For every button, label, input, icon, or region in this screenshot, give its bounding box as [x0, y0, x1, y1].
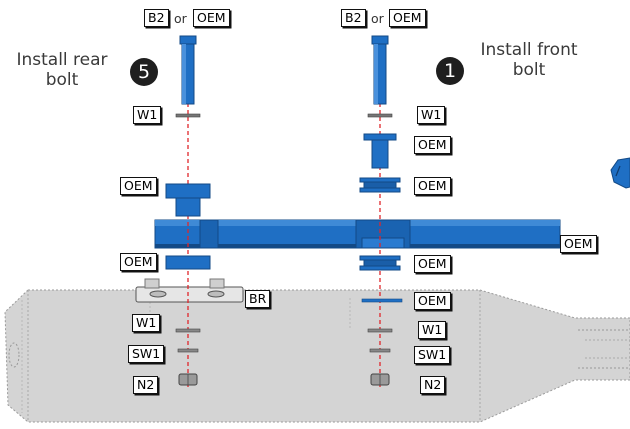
bracket-br-label: BR	[245, 290, 271, 308]
front-nut-part	[370, 373, 390, 386]
front-washer-w1-part	[367, 328, 393, 333]
rear-nut-label: N2	[133, 376, 159, 394]
front-spring-washer-part	[369, 348, 391, 353]
front-step-line1: Install front	[480, 40, 578, 60]
rear-bolt-or-text: or	[174, 11, 187, 26]
front-bolt-or-text: or	[371, 11, 384, 26]
rear-washer-w1-label: W1	[132, 314, 161, 332]
front-bushing-top-part	[359, 177, 401, 193]
rear-step-line2: bolt	[45, 70, 79, 90]
front-washer-top-label: W1	[417, 106, 446, 124]
front-bolt-part-label: B2	[341, 9, 366, 27]
bracket-arm-label: OEM	[560, 235, 597, 253]
rear-bolt-alt-label: OEM	[193, 9, 230, 27]
front-nut-label: N2	[420, 376, 446, 394]
rear-bolt	[179, 35, 197, 105]
front-bushing-bottom-part	[359, 255, 401, 271]
rear-step-line1: Install rear	[16, 50, 108, 70]
muffler-body	[4, 289, 630, 423]
rear-spring-washer-part	[177, 348, 199, 353]
front-bushing-bottom-label: OEM	[414, 255, 451, 273]
rear-bushing-top-label: OEM	[120, 177, 157, 195]
rear-nut-part	[178, 373, 198, 386]
front-washer-top-part	[367, 113, 393, 118]
front-step-text: Install front bolt	[464, 40, 594, 80]
front-washer-mid-part	[361, 298, 403, 303]
rear-bushing-top-part	[165, 183, 211, 217]
rear-washer-top-label: W1	[133, 106, 162, 124]
rear-step-text: Install rear bolt	[2, 50, 122, 90]
rear-bolt-part-label: B2	[144, 9, 169, 27]
rear-bushing-bottom-label: OEM	[120, 253, 157, 271]
front-washer-mid-label: OEM	[414, 292, 451, 310]
front-bolt	[371, 35, 389, 105]
bracket-arm-part	[154, 219, 561, 249]
front-washer-w1-label: W1	[418, 321, 447, 339]
rear-bushing-bottom-part	[165, 255, 211, 270]
front-step-badge: 1	[436, 57, 464, 85]
rear-washer-top-part	[175, 113, 201, 118]
front-spring-washer-label: SW1	[414, 346, 451, 364]
rear-step-badge: 5	[130, 58, 158, 86]
front-bushing-top-label: OEM	[414, 177, 451, 195]
front-spacer-part	[363, 133, 397, 169]
partial-nut-edge	[610, 157, 630, 189]
bracket-br-part	[135, 278, 244, 303]
rear-spring-washer-label: SW1	[128, 345, 165, 363]
rear-washer-w1-part	[175, 328, 201, 333]
front-spacer-top-label: OEM	[414, 136, 451, 154]
front-step-line2: bolt	[512, 60, 546, 80]
front-bolt-alt-label: OEM	[389, 9, 426, 27]
